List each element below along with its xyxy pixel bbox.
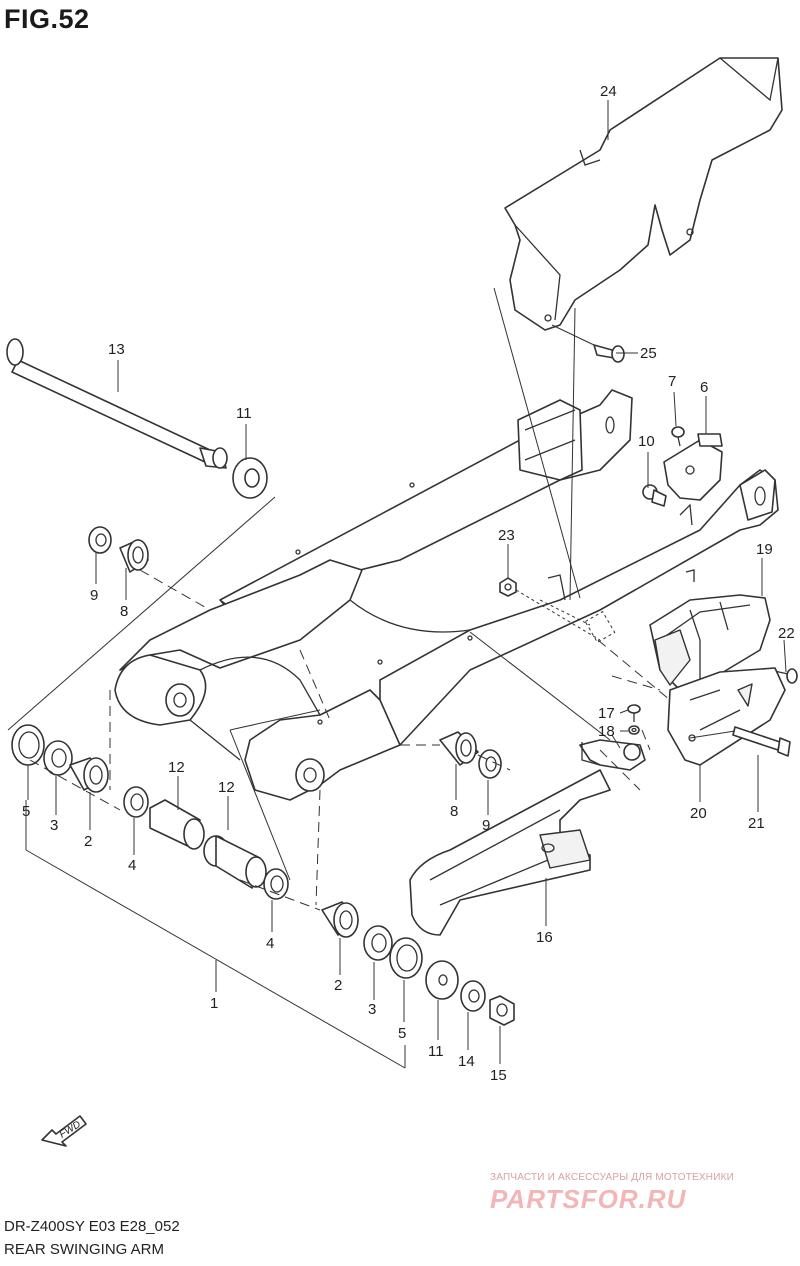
callout-21: 21 xyxy=(748,815,765,832)
callout-9-lower: 9 xyxy=(482,817,490,834)
washer-3-right-part[interactable] xyxy=(363,925,393,961)
callout-5-left: 5 xyxy=(22,803,30,820)
callout-8-lower: 8 xyxy=(450,803,458,820)
callout-4-right: 4 xyxy=(266,935,274,952)
dust-seal-5-left-part[interactable] xyxy=(11,724,45,766)
bearing-2-left-part[interactable] xyxy=(69,757,109,793)
spacer-12-left-part[interactable] xyxy=(149,799,205,850)
callout-13: 13 xyxy=(108,341,125,358)
callout-5-right: 5 xyxy=(398,1025,406,1042)
swing-arm-body-part[interactable] xyxy=(114,389,779,801)
callout-leaders xyxy=(27,100,787,1064)
guide-plate-20-part[interactable] xyxy=(667,667,786,766)
callout-numbers: 24 25 13 11 7 6 10 9 8 23 19 22 17 18 5 … xyxy=(22,83,795,1084)
washer-11-bottom-part[interactable] xyxy=(425,960,459,1000)
section-name: REAR SWINGING ARM xyxy=(4,1241,165,1258)
callout-2-left: 2 xyxy=(84,833,92,850)
callout-18: 18 xyxy=(598,723,615,740)
bearing-8-lower-part[interactable] xyxy=(439,731,479,766)
callout-16: 16 xyxy=(536,929,553,946)
callout-24: 24 xyxy=(600,83,617,100)
callout-12-right: 12 xyxy=(218,779,235,796)
bolt-21-part[interactable] xyxy=(689,726,791,757)
bearing-2-right-part[interactable] xyxy=(321,901,359,938)
callout-4-left: 4 xyxy=(128,857,136,874)
screw-17-part[interactable] xyxy=(627,704,641,722)
callout-11-bottom: 11 xyxy=(428,1043,444,1060)
washer-14-part[interactable] xyxy=(460,980,486,1012)
dust-seal-5-right-part[interactable] xyxy=(389,937,423,979)
callout-10: 10 xyxy=(638,433,655,450)
spacer-12-right-part[interactable] xyxy=(203,835,267,889)
callout-15: 15 xyxy=(490,1067,507,1084)
bolt-25-part[interactable] xyxy=(551,324,625,363)
callout-22: 22 xyxy=(778,625,795,642)
washer-18-part[interactable] xyxy=(628,725,640,735)
bolt-10-part[interactable] xyxy=(642,484,667,507)
callout-3-left: 3 xyxy=(50,817,58,834)
callout-3-right: 3 xyxy=(368,1001,376,1018)
model-code: DR-Z400SY E03 E28_052 xyxy=(4,1218,180,1235)
figure-title: FIG.52 xyxy=(4,4,90,34)
fwd-direction-badge: FWD xyxy=(41,1115,87,1147)
callout-7: 7 xyxy=(668,373,676,390)
bearing-8-upper-part[interactable] xyxy=(119,539,149,573)
pivot-shaft-part[interactable] xyxy=(6,338,228,469)
washer-3-left-part[interactable] xyxy=(43,740,73,776)
callout-1: 1 xyxy=(210,995,218,1012)
watermark-subtitle: ЗАПЧАСТИ И АКСЕССУАРЫ ДЛЯ МОТОТЕХНИКИ xyxy=(490,1172,735,1183)
callout-20: 20 xyxy=(690,805,707,822)
callout-17: 17 xyxy=(598,705,615,722)
callout-25: 25 xyxy=(640,345,657,362)
callout-8-upper: 8 xyxy=(120,603,128,620)
callout-6: 6 xyxy=(700,379,708,396)
chain-case-part[interactable] xyxy=(504,57,783,331)
nut-15-part[interactable] xyxy=(489,995,515,1026)
callout-9-upper: 9 xyxy=(90,587,98,604)
washer-11-top-part[interactable] xyxy=(232,457,268,499)
callout-23: 23 xyxy=(498,527,515,544)
bracket-6-part[interactable] xyxy=(663,433,723,501)
chain-guide-19-part[interactable] xyxy=(649,594,771,691)
chain-buffer-16-part[interactable] xyxy=(409,739,646,936)
callout-12-left: 12 xyxy=(168,759,185,776)
watermark-brand: PARTSFOR.RU xyxy=(490,1184,687,1214)
bushing-4-right-part[interactable] xyxy=(263,868,289,900)
callout-19: 19 xyxy=(756,541,773,558)
oil-seal-9-upper-part[interactable] xyxy=(88,526,112,554)
callout-2-right: 2 xyxy=(334,977,342,994)
assembly-guide-lines xyxy=(7,307,671,1069)
bushing-4-left-part[interactable] xyxy=(123,786,149,818)
callout-14: 14 xyxy=(458,1053,475,1070)
bolt-7-part[interactable] xyxy=(671,426,685,447)
callout-11-top: 11 xyxy=(236,405,252,422)
oil-seal-9-lower-part[interactable] xyxy=(478,749,502,779)
